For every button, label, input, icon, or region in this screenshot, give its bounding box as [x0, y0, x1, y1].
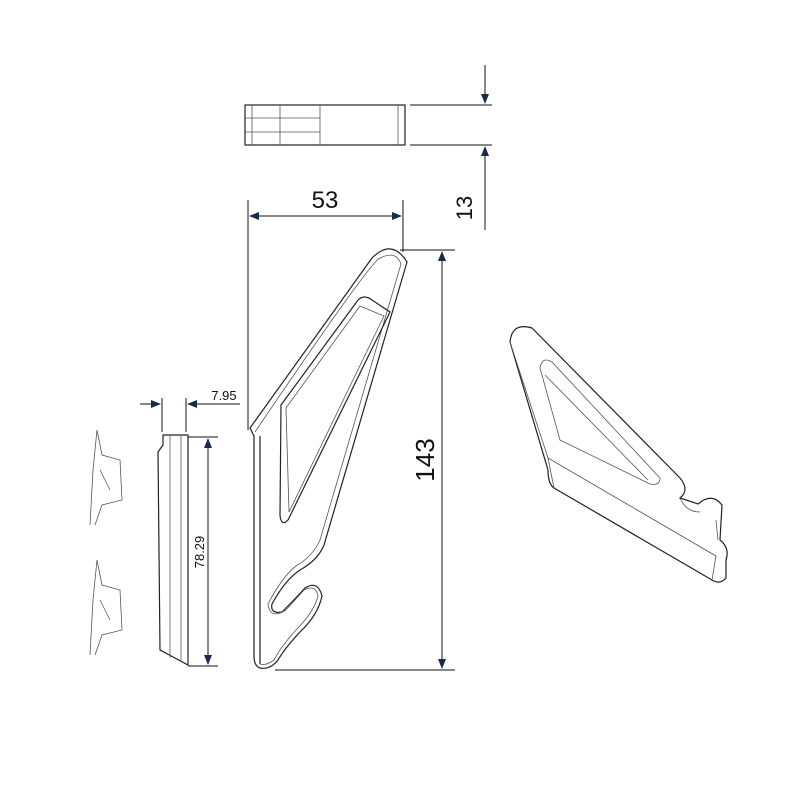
dimension-width: 53	[247, 187, 404, 430]
dimension-width-label: 53	[312, 187, 339, 214]
dimension-side-offset-label: 7.95	[211, 388, 236, 403]
dimension-thickness-label: 13	[452, 196, 477, 220]
isometric-view	[509, 326, 728, 583]
front-view	[249, 248, 408, 669]
dimension-height: 143	[275, 249, 455, 671]
dimension-thickness: 13	[410, 65, 492, 230]
top-view	[244, 104, 406, 146]
dimension-side-offset: 7.95	[140, 388, 240, 432]
dimension-height-label: 143	[410, 438, 440, 481]
detail-view-clips	[89, 429, 123, 656]
dimension-side-length-label: 78.29	[192, 536, 207, 569]
dimension-side-length: 78.29	[188, 436, 218, 667]
side-view	[157, 434, 189, 667]
